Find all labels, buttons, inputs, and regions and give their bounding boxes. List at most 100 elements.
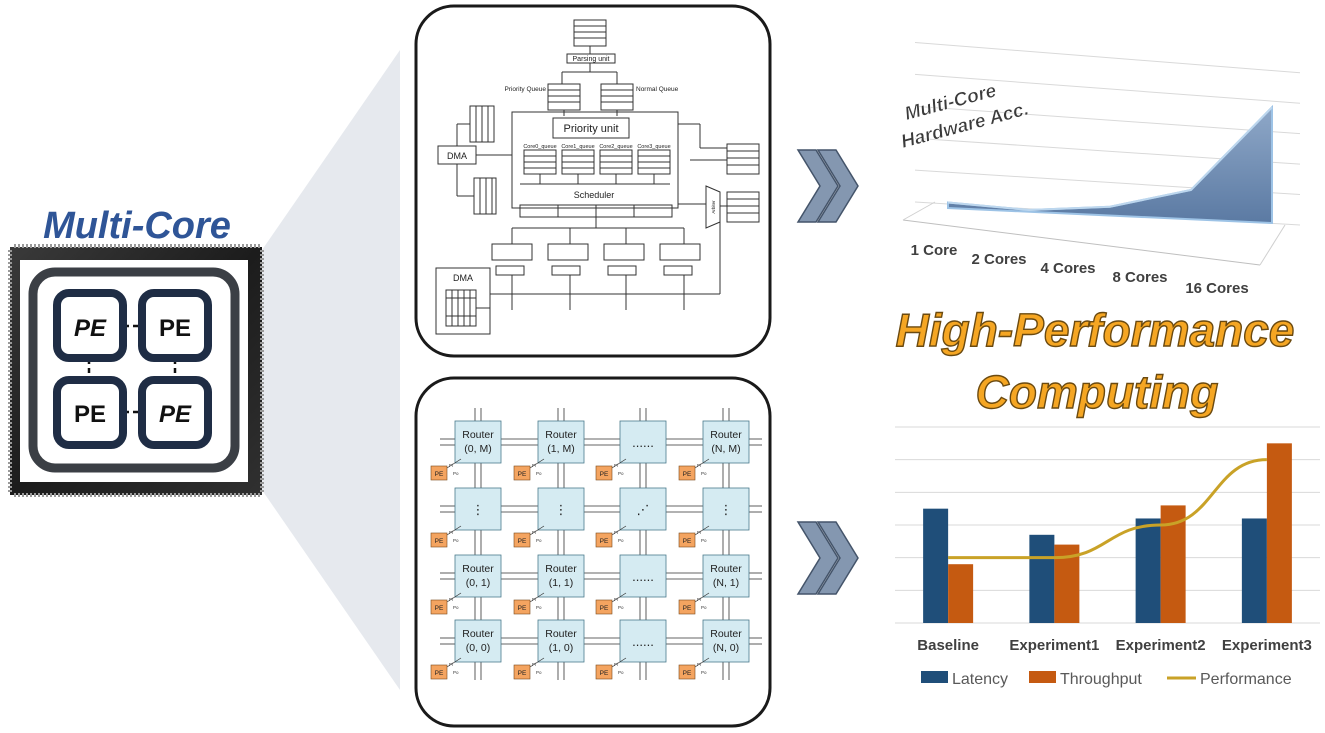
po-label: Po	[701, 538, 707, 543]
chip-pin	[8, 482, 12, 484]
pi-label: Pi	[614, 530, 618, 535]
chip-pin	[174, 244, 176, 248]
chip-pin	[8, 462, 12, 464]
arbiter-label: Arbiter	[711, 200, 716, 214]
chip-pin	[114, 244, 116, 248]
chip-pin	[234, 493, 236, 497]
chip-pin	[42, 244, 44, 248]
po-label: Po	[536, 538, 542, 543]
chip-pin	[8, 334, 12, 336]
chip-pin	[8, 434, 12, 436]
chip-pin	[260, 474, 264, 476]
po-label: Po	[701, 670, 707, 675]
chip-pin	[162, 493, 164, 497]
noc-router: ......	[619, 554, 667, 598]
chip-pin	[226, 244, 228, 248]
chip-pin	[260, 306, 264, 308]
chip-pin	[254, 493, 256, 497]
chip-pin	[260, 490, 264, 492]
chip-pin	[8, 318, 12, 320]
grid-line	[914, 42, 1301, 74]
legend-swatch	[921, 671, 948, 683]
chip-pin	[146, 493, 148, 497]
pe-label: PE	[159, 315, 191, 342]
chip-pin	[82, 244, 84, 248]
scaling-category-label: 16 Cores	[1185, 280, 1248, 297]
chip-pin	[38, 493, 40, 497]
po-label: Po	[701, 605, 707, 610]
chip-pin	[14, 493, 16, 497]
chip-pin	[260, 398, 264, 400]
chip-pin	[8, 354, 12, 356]
bar-throughput	[948, 564, 974, 623]
router-label: Router	[545, 563, 577, 575]
chip-pin	[8, 450, 12, 452]
po-label: Po	[618, 605, 624, 610]
chip-pin	[8, 270, 12, 272]
pe-box-label: PE	[435, 538, 444, 545]
noc-router: Router(0, M)	[454, 420, 502, 464]
chip-pin	[260, 394, 264, 396]
pe-box-label: PE	[600, 471, 609, 478]
noc-router: ⋰	[619, 487, 667, 531]
po-label: Po	[618, 471, 624, 476]
chip-pin	[260, 430, 264, 432]
chip-pin	[8, 386, 12, 388]
chip-pin	[260, 338, 264, 340]
chip-pin	[260, 250, 264, 252]
chip-pin	[260, 446, 264, 448]
noc-router: Router(1, 1)	[537, 554, 585, 598]
chip-die-frame	[28, 267, 240, 473]
chip-pin	[8, 410, 12, 412]
pe-box-label: PE	[435, 670, 444, 677]
po-label: Po	[536, 605, 542, 610]
chip-pin	[206, 244, 208, 248]
chip-pin	[198, 244, 200, 248]
chip-pin	[158, 244, 160, 248]
chip-pin	[46, 493, 48, 497]
chip-pin	[178, 244, 180, 248]
chip-pin	[260, 438, 264, 440]
chip-pin	[158, 493, 160, 497]
core2-queue-label: Core2_queue	[599, 144, 632, 150]
chip-pin	[186, 244, 188, 248]
chip-pin	[186, 493, 188, 497]
chip-pin	[178, 493, 180, 497]
pi-label: Pi	[697, 597, 701, 602]
noc-links	[440, 408, 762, 680]
chip-pin	[246, 493, 248, 497]
dma-bottom-label: DMA	[453, 273, 473, 283]
chip-pin	[260, 422, 264, 424]
pe-box-label: PE	[518, 670, 527, 677]
chip-pin	[190, 244, 192, 248]
pe-box-label: PE	[600, 538, 609, 545]
noc-router: ......	[619, 420, 667, 464]
bar-latency	[1135, 518, 1161, 623]
noc-router: ⋮	[702, 487, 750, 531]
chip-pin	[8, 402, 12, 404]
chip-pin	[260, 278, 264, 280]
chip-pin	[22, 493, 24, 497]
core1-queue-label: Core1_queue	[561, 144, 594, 150]
chip-pin	[66, 244, 68, 248]
chip-pins	[8, 244, 264, 497]
pi-label: Pi	[697, 530, 701, 535]
chip-pin	[26, 493, 28, 497]
chip-pin	[8, 362, 12, 364]
chip-pin	[260, 478, 264, 480]
chip-pin	[8, 398, 12, 400]
router-label: Router	[710, 563, 742, 575]
chip-pin	[260, 334, 264, 336]
chip-pin	[110, 244, 112, 248]
router-label: Router	[710, 429, 742, 441]
parsing-unit-label: Parsing unit	[573, 56, 610, 63]
chip-pin	[8, 346, 12, 348]
